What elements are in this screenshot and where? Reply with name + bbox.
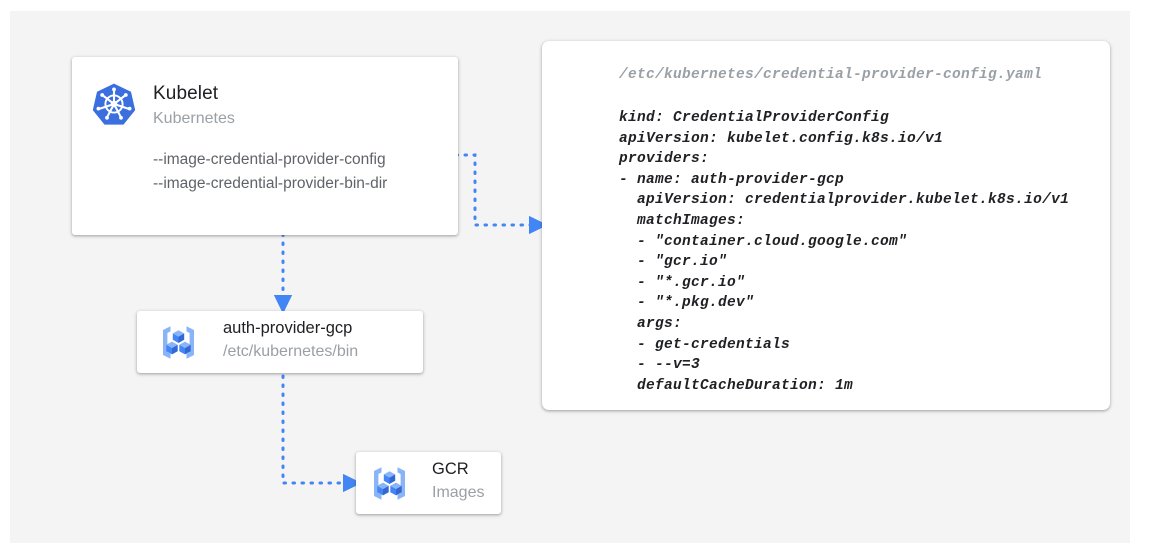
gcr-card-title: GCR: [432, 460, 469, 478]
auth-provider-gcp-card[interactable]: auth-provider-gcp /etc/kubernetes/bin: [137, 311, 423, 373]
diagram-canvas: Kubelet Kubernetes --image-credential-pr…: [10, 11, 1130, 543]
connector-auth-provider-to-gcr: [281, 374, 362, 493]
gcp-container-icon: [369, 463, 410, 504]
auth-provider-card-subtitle: /etc/kubernetes/bin: [223, 343, 359, 360]
kubelet-card[interactable]: Kubelet Kubernetes --image-credential-pr…: [72, 57, 458, 235]
config-file-path: /etc/kubernetes/credential-provider-conf…: [619, 67, 1043, 83]
auth-provider-card-title: auth-provider-gcp: [223, 319, 353, 337]
kubelet-flag-config: --image-credential-provider-config: [153, 151, 386, 168]
gcr-card[interactable]: GCR Images: [356, 452, 501, 514]
kubernetes-logo-icon: [92, 82, 136, 126]
kubelet-flag-bin-dir: --image-credential-provider-bin-dir: [153, 175, 388, 192]
kubelet-card-subtitle: Kubernetes: [153, 110, 235, 127]
gcp-container-icon: [158, 322, 199, 363]
credential-provider-config-panel[interactable]: /etc/kubernetes/credential-provider-conf…: [542, 41, 1110, 410]
kubelet-card-title: Kubelet: [153, 83, 219, 104]
gcr-card-subtitle: Images: [432, 484, 485, 501]
config-yaml-content: kind: CredentialProviderConfig apiVersio…: [619, 110, 1070, 394]
